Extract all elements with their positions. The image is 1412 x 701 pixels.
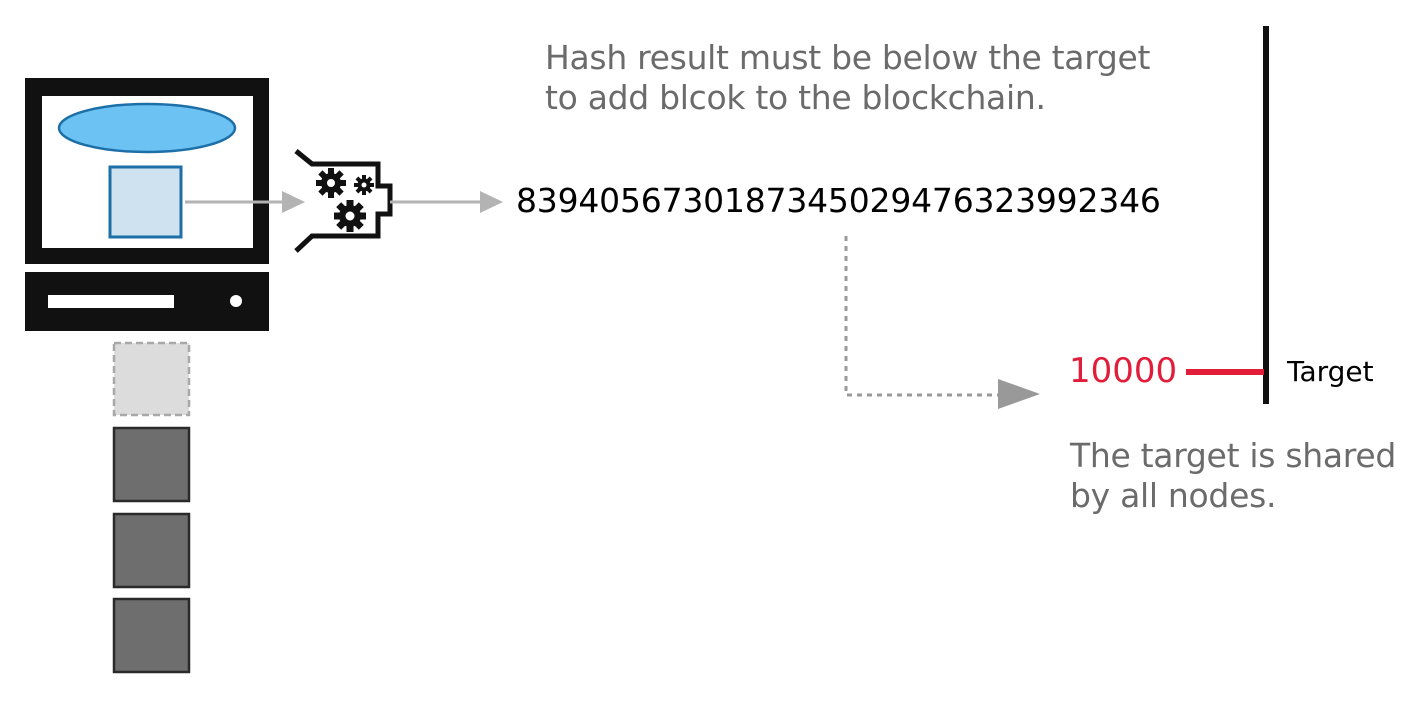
screen-ellipse bbox=[57, 102, 237, 154]
gear-icon bbox=[334, 200, 366, 232]
caption-line: by all nodes. bbox=[1070, 476, 1277, 515]
target-label: Target bbox=[1287, 355, 1374, 388]
chain-block bbox=[112, 426, 191, 503]
arrow-to-hash-result bbox=[390, 191, 503, 213]
comparison-arrow bbox=[844, 236, 1040, 409]
hash-result-value: 83940567301873450294763239923​46 bbox=[516, 181, 1161, 220]
hash-function-gears-icon bbox=[294, 149, 393, 253]
chain-block bbox=[112, 512, 191, 589]
target-scale bbox=[1186, 26, 1269, 404]
caption-line: Hash result must be below the target bbox=[545, 38, 1151, 77]
computer-icon bbox=[25, 78, 269, 331]
blockchain-stack bbox=[112, 341, 191, 674]
power-light bbox=[230, 295, 242, 307]
hash-rule-caption: Hash result must be below the target to … bbox=[545, 38, 1150, 118]
shared-target-caption: The target is shared by all nodes. bbox=[1070, 436, 1396, 516]
gear-icon bbox=[316, 168, 346, 198]
gear-icon bbox=[354, 175, 374, 195]
pending-block bbox=[112, 341, 191, 417]
arrow-to-hash-function bbox=[185, 191, 305, 213]
caption-line: The target is shared bbox=[1070, 436, 1396, 475]
screen-block bbox=[108, 165, 183, 239]
target-value: 10000 bbox=[1069, 351, 1178, 391]
chain-block bbox=[112, 597, 191, 674]
caption-line: to add blcok to the blockchain. bbox=[545, 78, 1046, 117]
disk-slot bbox=[48, 295, 174, 308]
